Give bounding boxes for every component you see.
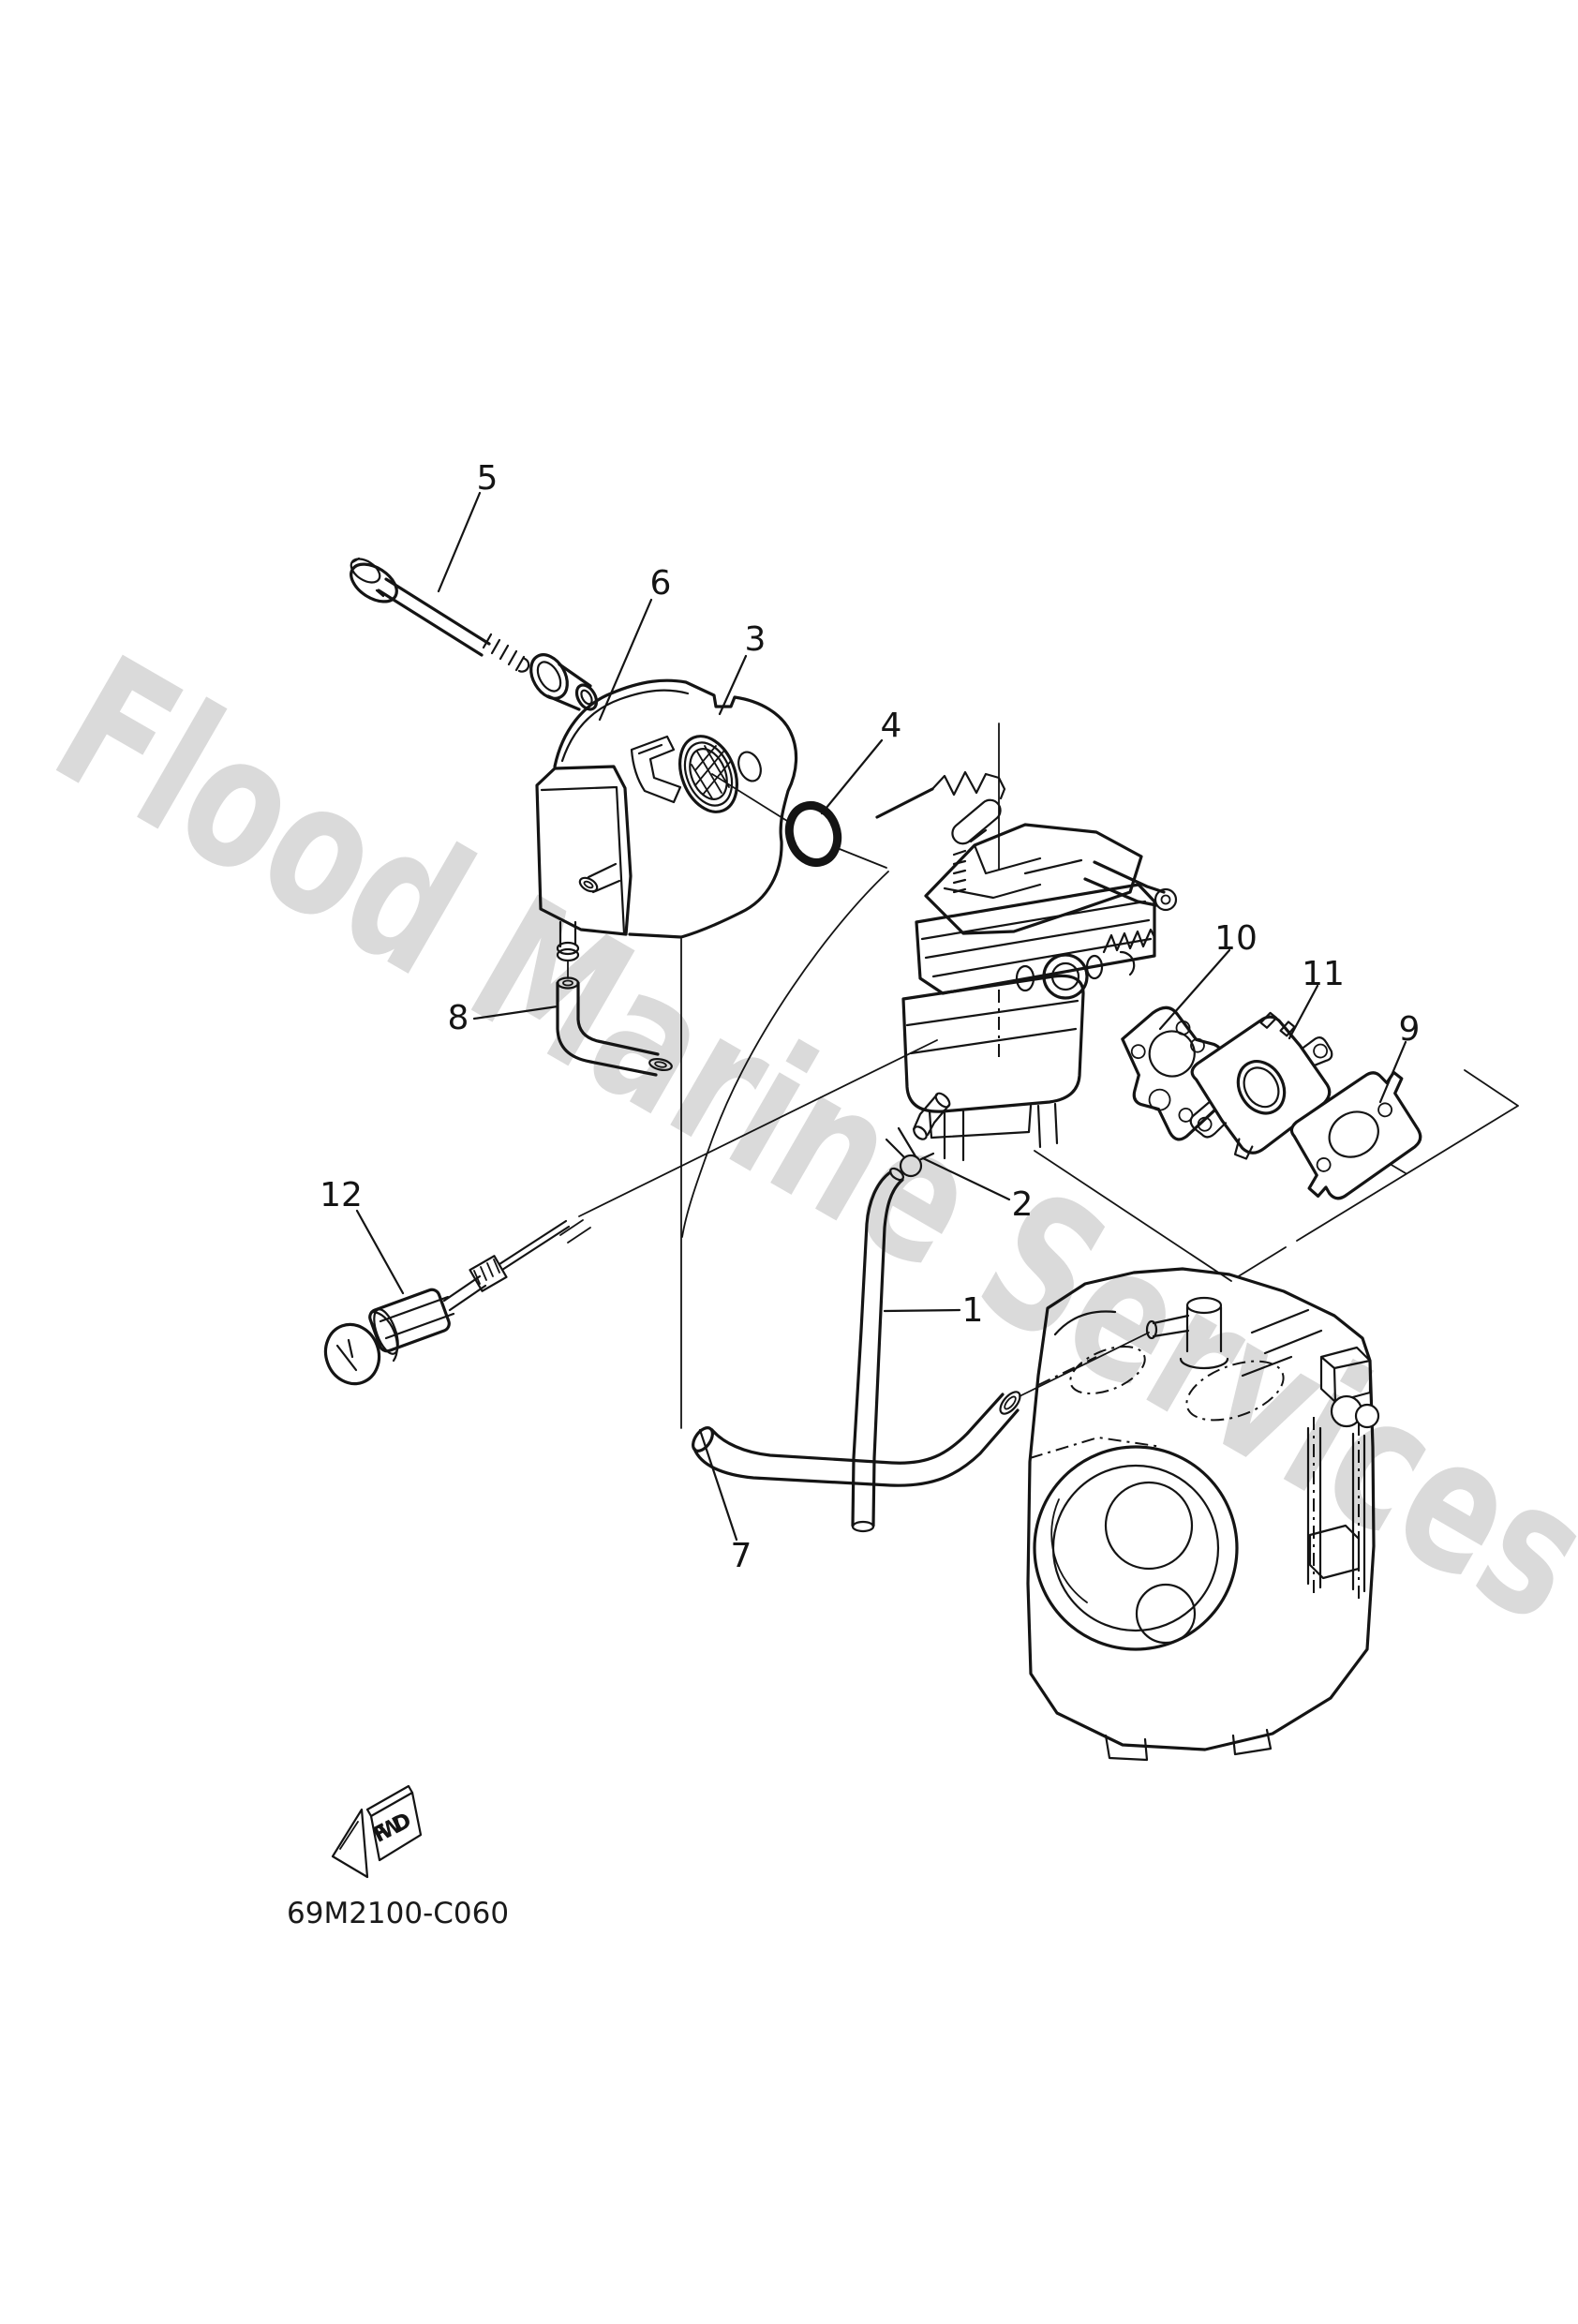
clip-part-2: [885, 1126, 935, 1178]
fuel-outlet-barb: [912, 1093, 951, 1137]
leader-2: [921, 1156, 1011, 1201]
studs: [1306, 1426, 1366, 1593]
fwd-flag: [369, 1791, 423, 1862]
leader-5: [437, 491, 482, 593]
leader-11: [1288, 984, 1319, 1040]
axis-line-to-carb: [839, 848, 887, 869]
drawing-code: 69M2100-C060: [287, 1897, 509, 1930]
collar-part-6: [529, 653, 599, 711]
leader-1: [883, 1308, 961, 1313]
o-ring-part-4: [784, 801, 842, 867]
float-bowl: [901, 974, 1085, 1113]
hose-part-1: [851, 1167, 904, 1533]
choke-barrel: [368, 1288, 451, 1353]
callout-6: 6: [650, 564, 672, 603]
choke-splines: [469, 1255, 508, 1292]
idle-screw-spring: [952, 849, 967, 894]
callout-4: 4: [881, 707, 902, 745]
callout-7: 7: [731, 1537, 752, 1575]
hose-part-7: [692, 1391, 1021, 1487]
intake-port-left: [1069, 1345, 1146, 1395]
leader-12: [355, 1209, 405, 1295]
hose7-to-block-line: [1019, 1332, 1150, 1397]
leader-9: [1378, 1040, 1407, 1104]
callout-2: 2: [1012, 1185, 1034, 1224]
choke-rod-part-12: [323, 1039, 938, 1386]
carb-mount-legs: [943, 1102, 1059, 1162]
block-feet: [1104, 1728, 1273, 1762]
bolt-part-5: [350, 557, 530, 673]
choke-linkage-wire: [930, 770, 1006, 800]
silencer-clamp-bracket: [630, 735, 682, 804]
fuel-inlet-nipple: [1083, 860, 1166, 907]
engine-block: [1026, 1267, 1380, 1762]
callout-8: 8: [448, 999, 469, 1037]
callout-labels: 1 2 3 4 5 6 7 8 9 10 11 12: [320, 459, 1420, 1575]
silencer-face: [553, 678, 798, 939]
stud-boss-upper: [1319, 1346, 1372, 1404]
curved-assembly-line: [681, 871, 889, 1238]
bolt-threads: [482, 633, 530, 673]
stud-boss-lower: [1308, 1524, 1361, 1580]
callout-10: 10: [1214, 919, 1258, 958]
gasket-part-9: [1289, 1070, 1422, 1200]
break-marks: [559, 1219, 591, 1244]
silencer-inlet-ring: [678, 735, 738, 813]
choke-knob: [323, 1322, 381, 1386]
callout-11: 11: [1302, 955, 1345, 993]
callout-5: 5: [477, 459, 499, 498]
choke-rod-axis-line: [578, 1039, 938, 1217]
leader-10: [1158, 948, 1231, 1031]
assembly-lines: [567, 723, 1150, 1429]
hose-part-8: [556, 976, 673, 1077]
silencer-side-hole: [737, 751, 762, 782]
carburetor-assembly: [875, 770, 1178, 1162]
fwd-arrowhead: [331, 1808, 369, 1879]
leader-lines: [355, 491, 1407, 1542]
silencer-face-inner-arc: [560, 689, 690, 763]
block-ribs: [1241, 1308, 1323, 1378]
crankcase-flange: [1033, 1445, 1239, 1651]
leader-6: [598, 598, 653, 722]
throttle-return-spring: [1102, 928, 1156, 954]
choke-cable: [875, 787, 934, 819]
leader-4: [820, 738, 884, 815]
callout-12: 12: [320, 1176, 363, 1214]
silencer-box: [535, 765, 633, 936]
silencer-drain-tube: [558, 920, 577, 948]
fitting-pin: [1152, 1314, 1190, 1338]
leader-7: [698, 1428, 738, 1542]
leader-8: [472, 1005, 559, 1020]
callout-9: 9: [1399, 1010, 1421, 1049]
breather-fitting: [1185, 1305, 1223, 1353]
callout-3: 3: [745, 620, 767, 659]
callout-1: 1: [962, 1291, 984, 1330]
carb-mid-body: [915, 883, 1156, 995]
collar-tube: [546, 663, 592, 711]
bolt-shaft: [377, 577, 491, 657]
leader-3: [718, 654, 748, 716]
intake-silencer-part-3: [535, 678, 798, 962]
fwd-arrow: FWD: [331, 1784, 423, 1879]
intake-port-right: [1185, 1360, 1285, 1422]
silencer-inlet-mesh: [691, 745, 732, 799]
silencer-front-nipple: [587, 862, 621, 894]
throttle-lever: [951, 798, 1002, 845]
silencer-axis-line: [711, 773, 788, 822]
choke-shaft: [442, 1274, 487, 1312]
block-outline: [1026, 1267, 1376, 1751]
carb-top-plate: [924, 823, 1143, 935]
